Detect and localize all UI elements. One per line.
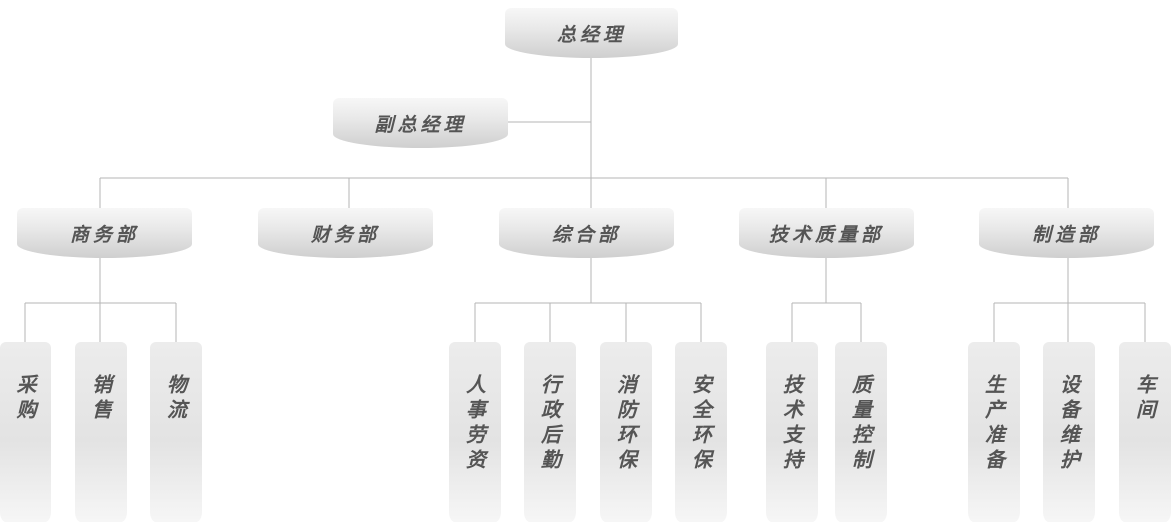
unit-label: 行政后勤 bbox=[537, 374, 562, 474]
node-unit-safety-env: 安全环保 bbox=[675, 342, 727, 522]
unit-label: 销售 bbox=[88, 374, 113, 424]
unit-label: 物流 bbox=[163, 374, 188, 424]
node-unit-workshop: 车间 bbox=[1119, 342, 1171, 522]
dept-label: 财务部 bbox=[310, 223, 380, 246]
node-unit-tech-support: 技术支持 bbox=[766, 342, 818, 522]
dept-label: 制造部 bbox=[1031, 223, 1101, 246]
node-dept-manufacturing: 制造部 bbox=[979, 208, 1154, 258]
node-unit-hr: 人事劳资 bbox=[449, 342, 501, 522]
unit-label: 技术支持 bbox=[779, 374, 804, 474]
unit-label: 车间 bbox=[1132, 374, 1157, 424]
unit-label: 采购 bbox=[13, 374, 37, 424]
dept-label: 商务部 bbox=[69, 223, 139, 246]
node-deputy-general-manager: 副总经理 bbox=[333, 98, 508, 148]
unit-label: 人事劳资 bbox=[462, 374, 487, 474]
node-unit-admin-logistics: 行政后勤 bbox=[524, 342, 576, 522]
dept-label: 综合部 bbox=[551, 223, 621, 246]
node-unit-logistics: 物流 bbox=[150, 342, 202, 522]
node-general-manager: 总经理 bbox=[505, 8, 678, 58]
unit-label: 设备维护 bbox=[1056, 374, 1081, 474]
unit-label: 安全环保 bbox=[688, 374, 713, 474]
node-general-manager-label: 总经理 bbox=[556, 23, 626, 46]
unit-label: 消防环保 bbox=[613, 374, 638, 474]
dept-label: 技术质量部 bbox=[768, 223, 884, 246]
node-unit-equipment-maintenance: 设备维护 bbox=[1043, 342, 1095, 522]
node-dept-finance: 财务部 bbox=[258, 208, 433, 258]
node-unit-quality-control: 质量控制 bbox=[835, 342, 887, 522]
node-dept-business: 商务部 bbox=[17, 208, 192, 258]
node-unit-sales: 销售 bbox=[75, 342, 127, 522]
node-dept-tech-quality: 技术质量部 bbox=[739, 208, 914, 258]
node-dept-general-affairs: 综合部 bbox=[499, 208, 674, 258]
node-deputy-general-manager-label: 副总经理 bbox=[374, 113, 467, 136]
unit-label: 质量控制 bbox=[848, 374, 873, 474]
node-unit-production-prep: 生产准备 bbox=[968, 342, 1020, 522]
unit-label: 生产准备 bbox=[981, 374, 1006, 474]
node-unit-fire-env: 消防环保 bbox=[600, 342, 652, 522]
node-unit-procurement: 采购 bbox=[0, 342, 51, 522]
